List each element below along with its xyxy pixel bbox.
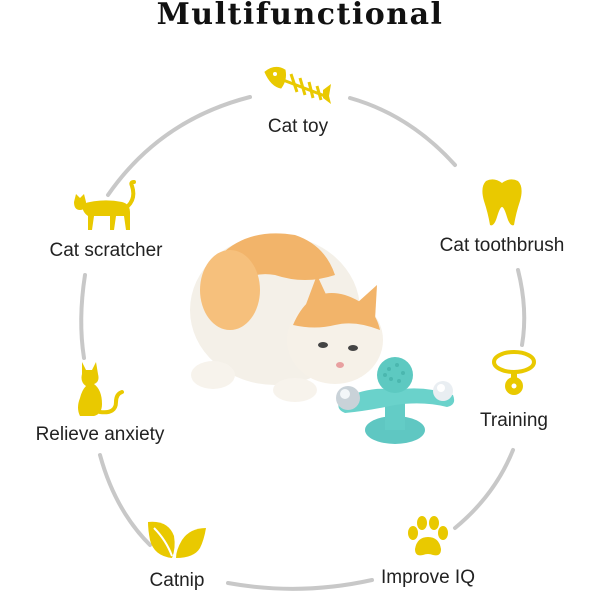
feature-relieve-anxiety: Relieve anxiety [0, 360, 200, 446]
tooth-icon [482, 179, 522, 226]
sitting-cat-icon [78, 362, 124, 416]
feature-label: Cat scratcher [49, 240, 163, 261]
standing-cat-icon [74, 180, 136, 230]
fish-bone-icon [264, 66, 331, 104]
feature-training: Training [414, 348, 600, 432]
feature-cat-toy: Cat toy [198, 62, 398, 138]
feature-catnip: Catnip [77, 518, 277, 592]
feature-cat-toothbrush: Cat toothbrush [402, 177, 600, 257]
feature-label: Training [480, 410, 548, 431]
page-title: Multifunctional [156, 0, 444, 32]
collar-icon [492, 350, 536, 395]
leaf-icon [148, 521, 206, 558]
feature-label: Cat toy [267, 116, 329, 137]
feature-improve-iq: Improve IQ [328, 515, 528, 589]
feature-cat-scratcher: Cat scratcher [6, 180, 206, 262]
paw-icon [408, 516, 448, 556]
feature-label: Catnip [149, 570, 205, 591]
feature-label: Improve IQ [381, 567, 475, 588]
kitten-toy-photo [190, 233, 455, 444]
feature-label: Relieve anxiety [35, 424, 165, 445]
feature-label: Cat toothbrush [439, 235, 565, 256]
